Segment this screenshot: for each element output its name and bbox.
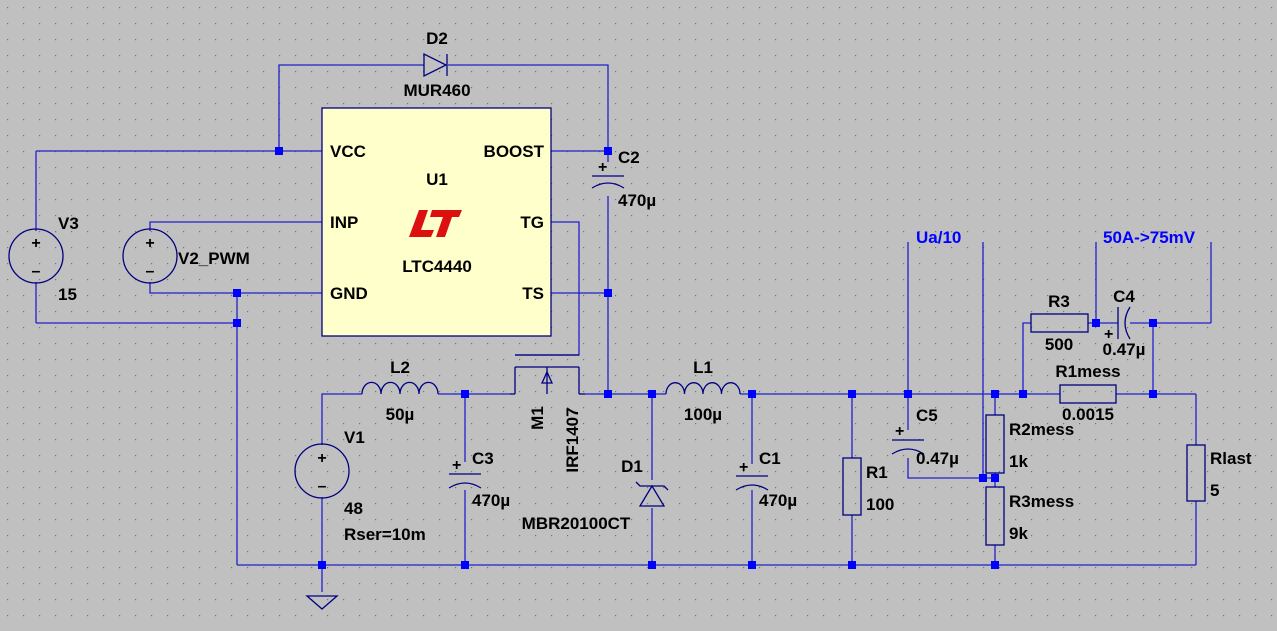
c3-polarity-icon: + [452, 457, 461, 474]
mosfet-m1[interactable]: M1 IRF1407 [510, 354, 585, 473]
c1-value: 470µ [759, 491, 797, 510]
capacitor-c3[interactable]: + C3 470µ [448, 449, 510, 510]
c5-polarity-icon: + [895, 423, 904, 440]
voltage-source-icon [8, 228, 64, 284]
v3-value: 15 [58, 285, 77, 304]
resistor-icon [1186, 444, 1206, 502]
d2-value: MUR460 [403, 81, 470, 100]
resistor-icon [985, 486, 1005, 546]
voltage-source-v3[interactable]: + – V3 15 [8, 214, 79, 304]
m1-value: IRF1407 [563, 407, 582, 472]
r2mess-refdes: R2mess [1009, 420, 1074, 439]
v1-value: 48 [344, 499, 363, 518]
ic-part-number: LTC4440 [402, 257, 472, 276]
junction-dots [233, 147, 1157, 569]
resistor-icon [1059, 384, 1117, 404]
capacitor-c2[interactable]: + C2 470µ [591, 148, 656, 210]
c4-refdes: C4 [1113, 287, 1135, 306]
inductor-l2[interactable]: L2 50µ [361, 358, 439, 424]
c2-refdes: C2 [618, 148, 640, 167]
net-label-ishunt: 50A->75mV [1103, 228, 1196, 247]
net-label-ua: Ua/10 [916, 228, 961, 247]
l1-value: 100µ [684, 405, 722, 424]
svg-text:+: + [317, 450, 326, 467]
voltage-source-v1[interactable]: + – V1 48 Rser=10m [294, 428, 426, 544]
resistor-r1[interactable]: R1 100 [842, 457, 894, 516]
r2mess-value: 1k [1009, 452, 1028, 471]
inductor-icon [665, 382, 741, 395]
svg-text:+: + [145, 235, 154, 252]
ic-refdes: U1 [426, 170, 448, 189]
capacitor-c5[interactable]: + C5 0.47µ [891, 406, 959, 468]
diode-d2[interactable]: D2 MUR460 [403, 29, 470, 100]
l1-refdes: L1 [693, 358, 713, 377]
ic-body [321, 107, 552, 337]
svg-text:–: – [32, 263, 41, 280]
voltage-source-icon [294, 443, 350, 499]
resistor-r3[interactable]: R3 500 [1030, 292, 1089, 354]
pin-boost-label: BOOST [484, 142, 545, 161]
pin-gnd-label: GND [330, 284, 368, 303]
c2-value: 470µ [618, 191, 656, 210]
c5-value: 0.47µ [916, 449, 959, 468]
d1-value: MBR20100CT [522, 514, 631, 533]
resistor-icon [1030, 313, 1089, 333]
diode-icon [423, 52, 448, 78]
mosfet-arrow-icon [540, 370, 554, 384]
schottky-diode-d1[interactable]: D1 MBR20100CT [522, 457, 669, 533]
resistor-r1mess[interactable]: R1mess 0.0015 [1055, 362, 1120, 424]
c1-refdes: C1 [759, 449, 781, 468]
diode-icon [638, 484, 666, 507]
c4-value: 0.47µ [1103, 340, 1146, 359]
r3-value: 500 [1045, 335, 1073, 354]
m1-refdes: M1 [528, 406, 547, 430]
v2-refdes: V2_PWM [178, 249, 250, 268]
ic-u1[interactable]: VCC INP GND BOOST TG TS U1 LTC4440 [321, 107, 552, 337]
r3mess-refdes: R3mess [1009, 492, 1074, 511]
c3-refdes: C3 [472, 449, 494, 468]
c2-polarity-icon: + [598, 159, 607, 176]
linear-tech-logo-icon [409, 210, 462, 237]
pin-inp-label: INP [330, 213, 358, 232]
pin-vcc-label: VCC [330, 142, 366, 161]
r3-refdes: R3 [1048, 292, 1070, 311]
svg-text:–: – [318, 478, 327, 495]
svg-text:+: + [31, 235, 40, 252]
inductor-icon [361, 381, 439, 395]
c5-refdes: C5 [916, 406, 938, 425]
l2-refdes: L2 [390, 358, 410, 377]
resistor-r3mess[interactable]: R3mess 9k [985, 486, 1074, 546]
c1-polarity-icon: + [739, 459, 748, 476]
ground-icon [305, 595, 339, 610]
v1-series-resistance: Rser=10m [344, 525, 426, 544]
r3mess-value: 9k [1009, 524, 1028, 543]
r1mess-value: 0.0015 [1062, 405, 1114, 424]
c4-polarity-icon: + [1104, 326, 1113, 343]
r1-refdes: R1 [866, 463, 888, 482]
d2-refdes: D2 [426, 29, 448, 48]
resistor-icon [985, 414, 1005, 474]
pin-tg-label: TG [520, 213, 544, 232]
inductor-l1[interactable]: L1 100µ [665, 358, 741, 424]
rlast-value: 5 [1210, 481, 1219, 500]
l2-value: 50µ [386, 405, 415, 424]
resistor-rlast[interactable]: Rlast 5 [1186, 444, 1252, 502]
voltage-source-v2[interactable]: + – V2_PWM [122, 228, 250, 284]
r1-value: 100 [866, 495, 894, 514]
pulse-source-icon [122, 228, 178, 284]
c3-value: 470µ [472, 491, 510, 510]
d1-refdes: D1 [621, 457, 643, 476]
capacitor-c4[interactable]: + C4 0.47µ [1103, 287, 1146, 359]
rlast-refdes: Rlast [1210, 449, 1252, 468]
v1-refdes: V1 [344, 428, 365, 447]
resistor-icon [842, 457, 862, 516]
resistor-r2mess[interactable]: R2mess 1k [985, 414, 1074, 474]
v3-refdes: V3 [58, 214, 79, 233]
capacitor-c1[interactable]: + C1 470µ [735, 449, 797, 510]
r1mess-refdes: R1mess [1055, 362, 1120, 381]
pin-ts-label: TS [522, 284, 544, 303]
svg-text:–: – [146, 263, 155, 280]
